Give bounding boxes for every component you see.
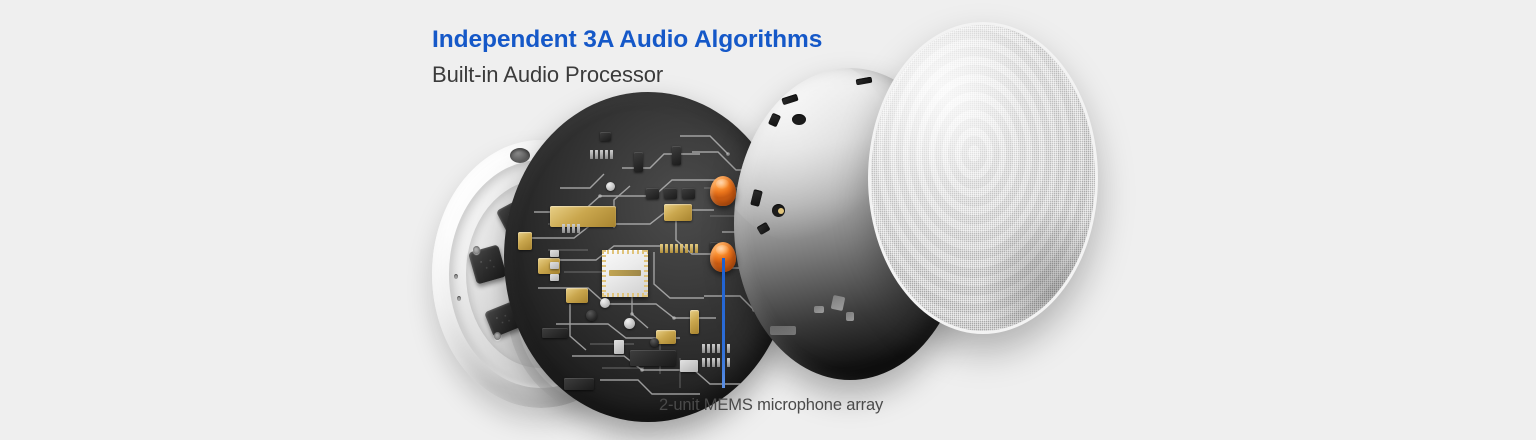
capacitor [586,310,597,321]
smd-component [542,328,568,338]
speaker-grille-layer [868,22,1098,334]
gold-pad [566,288,588,303]
smd-resistor [550,262,559,269]
heading-block: Independent 3A Audio Algorithms Built-in… [432,26,1032,88]
vent-contact [778,208,784,214]
smd-component [664,188,677,199]
screw-hole [494,332,501,340]
smd-component [646,188,659,199]
pin-header [702,358,730,367]
capacitor [606,182,615,191]
smd-component [682,188,695,199]
vent-hole [792,114,806,125]
smd-component [600,132,611,141]
pin-header [660,244,698,253]
smd-resistor [614,340,624,354]
vent-pin-hole [457,296,461,301]
smd-component [630,350,676,366]
mems-microphone-upper [710,176,736,206]
callout-label: 2-unit MEMS microphone array [659,396,884,414]
grille-highlight [871,25,1095,331]
vent-slot-light [830,294,846,312]
smd-component [634,152,643,172]
housing-top-port [510,148,530,163]
callout-leader-line [722,258,725,388]
gold-pad [656,330,676,344]
smd-component [672,146,681,165]
capacitor [650,338,659,347]
capacitor [600,298,610,308]
audio-processor-chip [602,250,648,297]
smd-resistor [680,360,698,372]
pin-header [590,150,613,159]
screw-hole [473,246,480,254]
page-title: Independent 3A Audio Algorithms [432,26,823,53]
smd-component [564,378,594,390]
capacitor [624,318,635,329]
vent-slot-light [770,326,796,335]
gold-pad [664,204,692,221]
gold-pad [690,310,699,334]
vent-slot-light [846,312,854,321]
page-subtitle: Built-in Audio Processor [432,61,664,87]
gold-pad [518,232,532,250]
vent-slot-light [814,306,824,313]
pin-header [702,344,730,353]
smd-resistor [550,250,559,257]
smd-resistor [550,274,559,281]
pin-header [562,224,580,233]
gold-pad [550,206,616,227]
vent-pin-hole [454,274,458,279]
chip-marking [609,270,641,276]
